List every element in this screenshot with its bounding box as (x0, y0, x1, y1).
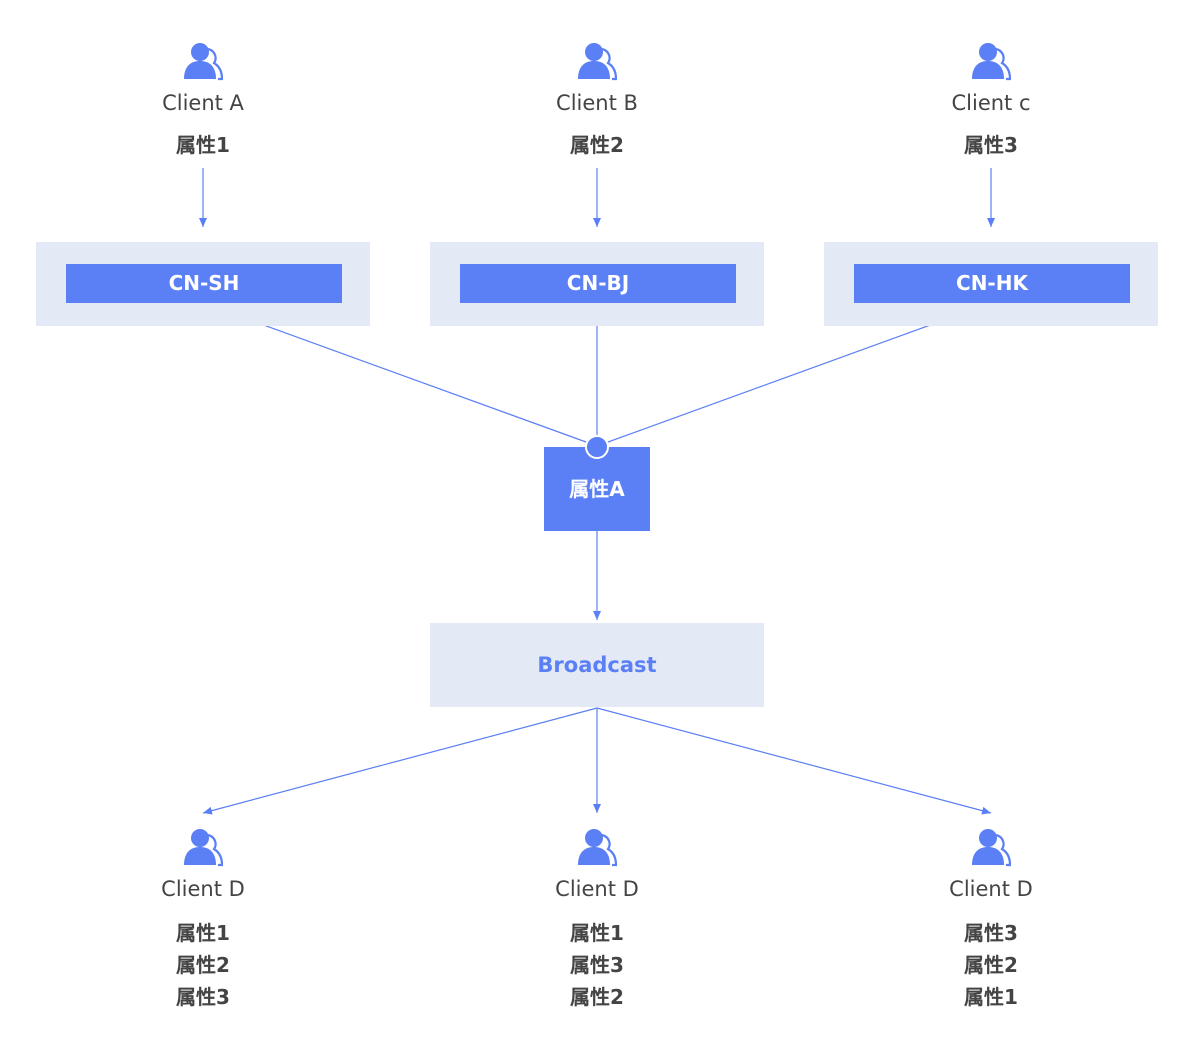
user-icon (972, 829, 1011, 867)
client-d1-attribute: 属性2 (176, 953, 230, 977)
client-a-name: Client A (162, 91, 244, 115)
user-icon (578, 43, 617, 81)
sh-to-hub-line (202, 302, 598, 447)
client-d3-attribute: 属性3 (964, 921, 1018, 945)
client-b-name: Client B (556, 91, 638, 115)
region-hk: CN-HK (854, 264, 1130, 303)
client-a-attribute: 属性1 (176, 133, 230, 157)
hk-to-hub-line (596, 302, 992, 447)
client-c-name: Client c (951, 91, 1031, 115)
client-d2-attribute: 属性3 (570, 953, 624, 977)
client-d3-attribute: 属性2 (964, 953, 1018, 977)
client-d2-attribute: 属性2 (570, 985, 624, 1009)
user-icon (578, 829, 617, 867)
user-icon (184, 829, 223, 867)
broadcast-node: Broadcast (430, 623, 764, 707)
client-d3-attribute: 属性1 (964, 985, 1018, 1009)
client-d2-name: Client D (555, 877, 639, 901)
region-bj: CN-BJ (460, 264, 736, 303)
client-d1-attribute: 属性1 (176, 921, 230, 945)
client-d1-attribute: 属性3 (176, 985, 230, 1009)
region-sh: CN-SH (66, 264, 342, 303)
hub-node: 属性A (544, 447, 650, 531)
client-d2-attribute: 属性1 (570, 921, 624, 945)
user-icon (972, 43, 1011, 81)
client-d1-name: Client D (161, 877, 245, 901)
client-c-attribute: 属性3 (964, 133, 1018, 157)
broadcast-to-client3-arrow (596, 707, 992, 815)
client-d3-name: Client D (949, 877, 1033, 901)
junction-node (585, 435, 609, 459)
user-icon (184, 43, 223, 81)
client-b-attribute: 属性2 (570, 133, 624, 157)
broadcast-to-client1-arrow (202, 707, 598, 815)
